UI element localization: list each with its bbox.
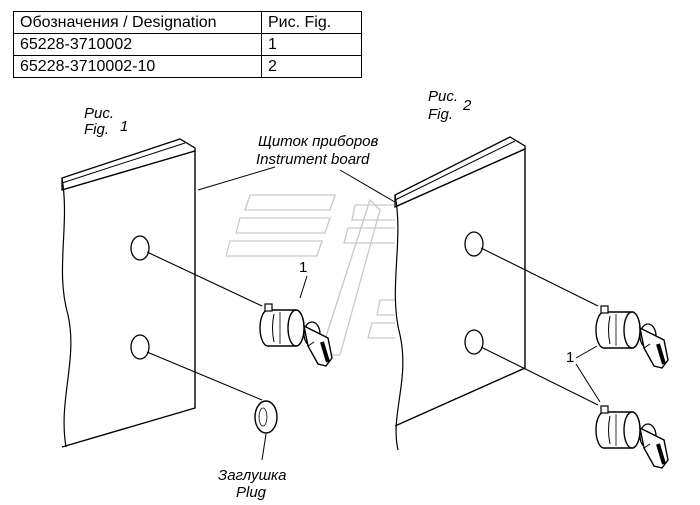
fig1-instrument-board (61, 138, 196, 448)
table-header-row: Обозначения / Designation Рис. Fig. (13, 11, 362, 34)
fig1-switch-callout: 1 (299, 259, 307, 276)
fig1-hole-lower (130, 334, 150, 360)
fig1-label-ru: Рис. (84, 105, 114, 122)
fig1-hole-upper (130, 235, 150, 261)
fig2-label-en: Fig. (428, 106, 453, 123)
row-fig: 2 (261, 55, 362, 78)
fig1-plug (254, 400, 278, 434)
header-designation: Обозначения / Designation (13, 11, 262, 34)
plug-label-ru: Заглушка (218, 467, 286, 484)
fig2-switch-lower (594, 404, 670, 470)
table-row: 65228-3710002-10 2 (13, 55, 362, 78)
fig2-label-ru: Рис. (428, 88, 458, 105)
fig2-switch-upper (594, 304, 670, 370)
plug-label-en: Plug (236, 484, 267, 501)
fig2-switch-callout: 1 (566, 349, 574, 366)
row-designation: 65228-3710002-10 (13, 55, 262, 78)
fig1-label-en: Fig. (84, 121, 109, 138)
board-label-ru: Щиток приборов (258, 133, 379, 150)
board-label-en: Instrument board (256, 151, 370, 168)
fig1-switch (258, 302, 334, 368)
designation-table: Обозначения / Designation Рис. Fig. 6522… (13, 11, 362, 78)
fig2-number: 2 (462, 97, 472, 114)
fig2-hole-lower (464, 329, 484, 355)
fig2-instrument-board (394, 136, 526, 451)
fig1-number: 1 (120, 118, 128, 135)
fig2-hole-upper (464, 231, 484, 257)
